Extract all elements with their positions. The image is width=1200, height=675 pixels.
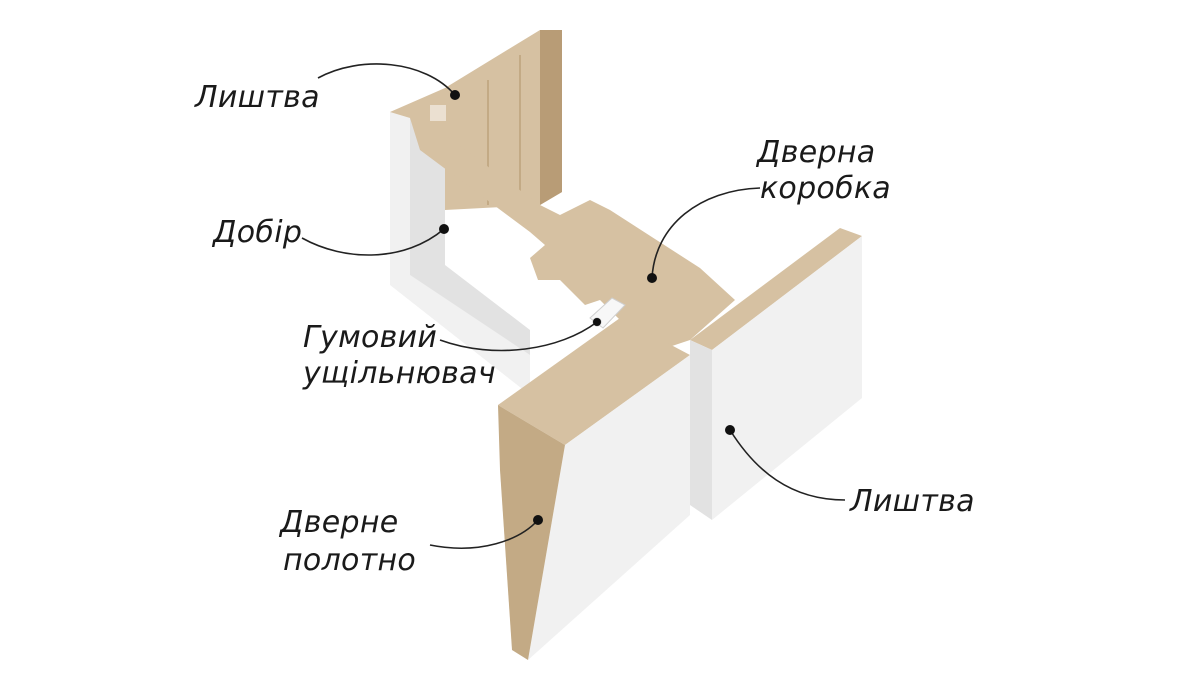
leader-lines xyxy=(301,63,846,549)
label-extension: Добір xyxy=(211,215,302,250)
label-door-frame-line1: Дверна xyxy=(755,135,875,170)
dot-door-leaf xyxy=(533,515,543,525)
dot-extension xyxy=(439,224,449,234)
leader-architrave-top xyxy=(317,63,456,96)
leader-rubber-seal xyxy=(439,321,598,352)
label-door-leaf-line1: Дверне xyxy=(278,505,399,540)
door-leaf xyxy=(498,318,690,660)
label-rubber-seal-line1: Гумовий xyxy=(303,320,437,355)
dot-door-frame xyxy=(647,273,657,283)
extension-panel-side xyxy=(410,118,530,355)
labels: Лиштва Добір Дверна коробка Гумовий ущіл… xyxy=(194,80,975,578)
leader-architrave-right xyxy=(729,429,846,501)
dot-architrave-top xyxy=(450,90,460,100)
right-architrave xyxy=(690,228,862,520)
door-leaf-face xyxy=(528,355,690,660)
extension-panel-face xyxy=(390,112,530,395)
leader-door-frame xyxy=(651,187,761,279)
right-architrave-face xyxy=(712,236,862,520)
label-door-frame-line2: коробка xyxy=(760,171,891,206)
dot-rubber-seal xyxy=(593,318,601,326)
label-architrave-right: Лиштва xyxy=(849,484,975,519)
right-architrave-top xyxy=(690,228,862,350)
label-door-leaf-line2: полотно xyxy=(283,543,416,578)
frame-cut-section xyxy=(390,88,735,350)
back-architrave-edge xyxy=(540,30,562,205)
leader-door-leaf xyxy=(429,519,539,549)
label-rubber-seal-line2: ущільнювач xyxy=(302,356,496,391)
door-leaf-top xyxy=(498,318,690,445)
right-architrave-side xyxy=(690,340,712,520)
dot-architrave-right xyxy=(725,425,735,435)
label-architrave-top: Лиштва xyxy=(194,80,320,115)
door-leaf-edge xyxy=(498,405,565,660)
leader-extension xyxy=(301,228,445,256)
